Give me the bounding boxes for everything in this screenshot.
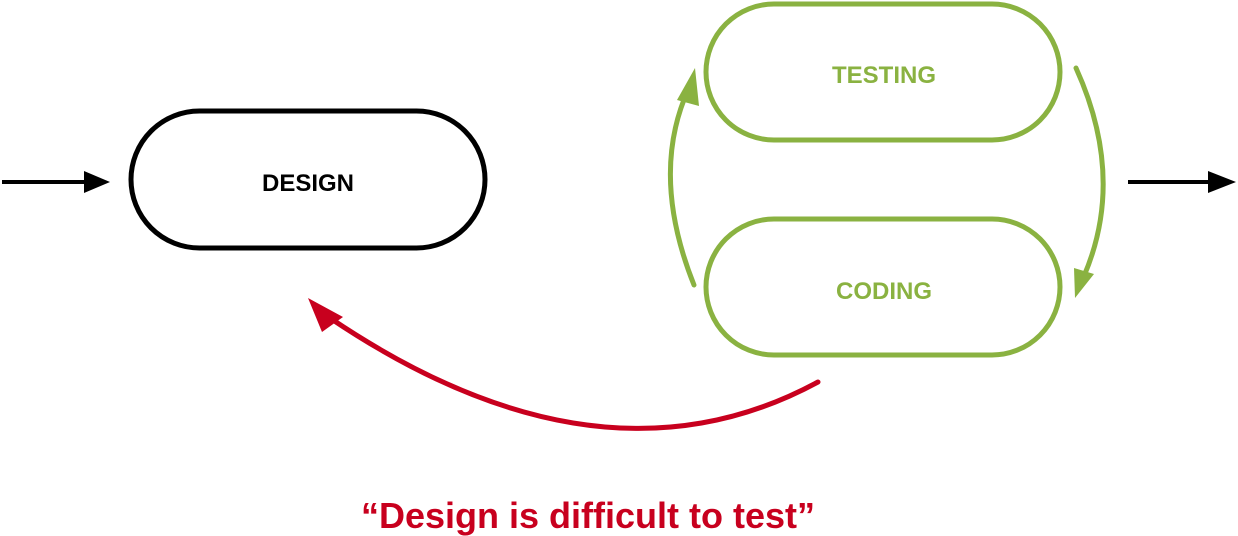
design-node: DESIGN	[128, 108, 488, 251]
design-label: DESIGN	[262, 170, 354, 197]
testing-to-coding-arrow	[1073, 65, 1106, 298]
coding-node: CODING	[703, 216, 1063, 358]
testing-label: TESTING	[832, 62, 936, 89]
feedback-caption: “Design is difficult to test”	[361, 495, 815, 536]
feedback-arrow	[308, 298, 821, 431]
coding-label: CODING	[836, 278, 932, 305]
testing-node: TESTING	[703, 1, 1063, 143]
coding-to-testing-arrow	[667, 68, 699, 288]
entry-arrow	[2, 171, 110, 193]
exit-arrow	[1128, 171, 1236, 193]
